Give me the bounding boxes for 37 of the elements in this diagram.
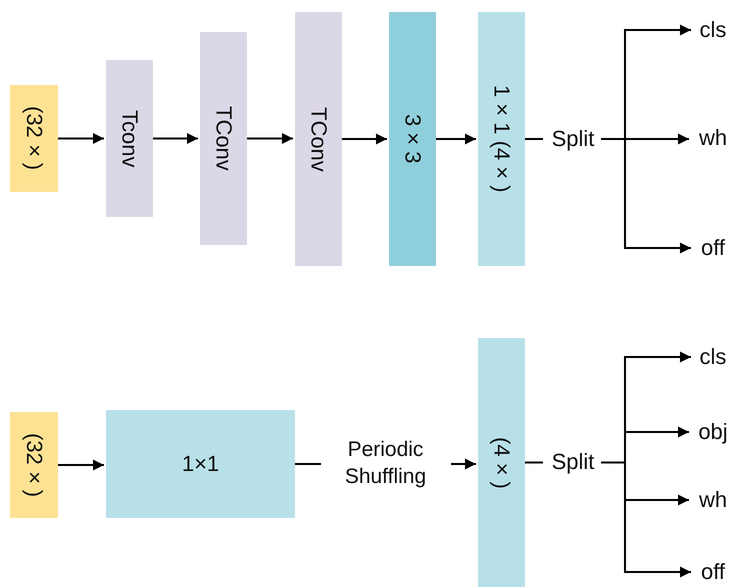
- output-label: cls: [693, 341, 733, 373]
- arrow: [153, 133, 198, 144]
- layer-label: TConv: [211, 106, 236, 171]
- layer-box: [478, 12, 525, 266]
- layer-box: [10, 412, 58, 518]
- arrow: [601, 138, 691, 254]
- arrow: [58, 460, 104, 470]
- layer-label: 3×3: [400, 114, 425, 164]
- arrow: [436, 134, 476, 144]
- layer-box: [200, 32, 247, 245]
- output-label: obj: [691, 416, 735, 448]
- arrow: [58, 133, 104, 144]
- layer-label: TConv: [306, 106, 331, 172]
- output-label: off: [693, 232, 733, 264]
- layer-label: (32×): [22, 432, 46, 498]
- arrow: [247, 133, 293, 144]
- layer-label: 1×1 (4×): [489, 85, 514, 193]
- connector-line: [525, 462, 543, 464]
- layer-box: [478, 338, 525, 587]
- layer-box: [10, 85, 58, 192]
- layer-box: [106, 410, 295, 518]
- layer-label: (32×): [22, 106, 46, 171]
- layer-label: Tconv: [117, 110, 142, 168]
- arrow: [342, 134, 387, 144]
- output-label: wh: [691, 484, 735, 516]
- output-label: Split: [545, 448, 601, 478]
- layer-label: 1×1: [182, 452, 220, 476]
- output-label: wh: [691, 122, 735, 154]
- output-label: Split: [545, 124, 601, 154]
- layer-box: [389, 12, 436, 266]
- output-label: off: [693, 557, 733, 587]
- layer-label: (4×): [489, 436, 514, 488]
- layer-box: [106, 60, 153, 217]
- output-label: cls: [693, 14, 733, 46]
- connector-line: [525, 138, 543, 140]
- layer-box: [295, 12, 342, 266]
- arrow: [601, 462, 691, 578]
